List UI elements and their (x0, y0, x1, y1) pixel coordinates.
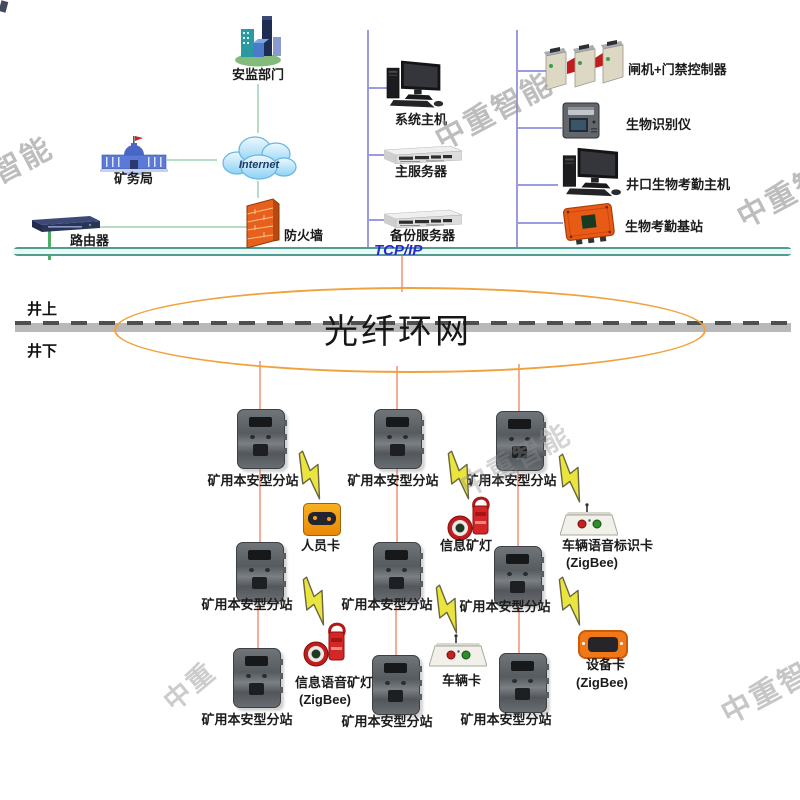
vehicle-voice-card-zigbee-label: (ZigBee) (566, 555, 618, 570)
info-lamp-icon (446, 494, 492, 542)
line-dept-internet (257, 84, 259, 133)
above-ground-label: 井上 (27, 301, 58, 318)
backup-server-label: 备份服务器 (390, 228, 456, 243)
line-stub-system-host (369, 87, 389, 89)
wireless-bolt-icon (289, 449, 333, 501)
watermark (0, 0, 9, 13)
substation-label: 矿用本安型分站 (207, 473, 299, 488)
turnstile-gate-icon (544, 36, 632, 92)
line-stub-biometric (518, 127, 562, 129)
attendance-base-label: 生物考勤基站 (625, 219, 704, 234)
fiber-ring-label: 光纤环网 (324, 313, 472, 351)
device-card-icon (578, 630, 628, 659)
watermark: 中重智能 (0, 131, 59, 221)
line-internet-firewall (257, 181, 259, 198)
line-bus-ring (401, 256, 403, 292)
substation-label: 矿用本安型分站 (201, 597, 293, 612)
substation-label: 矿用本安型分站 (341, 714, 433, 729)
substation-label: 矿用本安型分站 (341, 597, 433, 612)
personnel-card-icon (303, 503, 341, 536)
firewall-label: 防火墙 (284, 228, 324, 243)
substation-8 (372, 655, 422, 715)
biometric-reader-label: 生物识别仪 (626, 117, 692, 132)
line-sub5-sub8 (395, 598, 397, 658)
line-router-firewall (100, 226, 248, 228)
surface-network-bus (13, 247, 792, 256)
line-server-column (367, 30, 369, 248)
info-voice-lamp-label: 信息语音矿灯 (295, 675, 374, 690)
wireless-bolt-icon (549, 452, 593, 504)
vehicle-card-icon (429, 634, 487, 670)
firewall-icon (244, 196, 282, 248)
biometric-reader-icon (561, 102, 601, 140)
watermark: 中重智能 (715, 641, 800, 731)
substation-3 (496, 411, 546, 471)
substation-7 (233, 648, 283, 708)
info-voice-lamp-icon (302, 620, 348, 668)
tcpip-label: TCP/IP (374, 242, 423, 259)
line-stub-main-server (369, 154, 387, 156)
vehicle-card-label: 车辆卡 (442, 673, 482, 688)
device-card-label: 设备卡 (586, 657, 626, 672)
safety-dept-label: 安监部门 (232, 67, 285, 82)
line-access-column (516, 30, 518, 248)
substation-4 (236, 542, 286, 602)
line-sub4-sub7 (257, 598, 259, 649)
fiber-ring-ellipse (114, 287, 706, 373)
substation-2 (374, 409, 424, 469)
backup-server-icon (382, 206, 462, 228)
wireless-bolt-icon (426, 583, 470, 635)
device-card-zigbee-label: (ZigBee) (576, 675, 628, 690)
line-sub2-sub5 (396, 466, 398, 543)
internet-cloud-label: Internet (239, 159, 281, 171)
system-host-label: 系统主机 (395, 112, 448, 127)
line-sub3-sub6 (517, 468, 519, 547)
attendance-base-icon (560, 200, 618, 246)
substation-6 (494, 546, 544, 606)
internet-cloud-icon: Internet (215, 129, 301, 183)
system-host-icon (386, 58, 446, 110)
main-server-icon (382, 142, 462, 164)
info-lamp-label: 信息矿灯 (440, 538, 493, 553)
line-router-bus (48, 219, 51, 260)
info-voice-lamp-zigbee-label: (ZigBee) (299, 692, 351, 707)
substation-label: 矿用本安型分站 (460, 712, 552, 727)
line-ring-sub1 (259, 361, 261, 410)
main-server-label: 主服务器 (395, 164, 448, 179)
substation-5 (373, 542, 423, 602)
line-stub-attendance-base (518, 222, 563, 224)
watermark: 中重智能 (731, 145, 800, 235)
substation-label: 矿用本安型分站 (201, 712, 293, 727)
below-ground-label: 井下 (27, 343, 58, 360)
vehicle-voice-card-label: 车辆语音标识卡 (562, 538, 654, 553)
line-stub-backup-server (369, 219, 387, 221)
substation-label: 矿用本安型分站 (347, 473, 439, 488)
line-ring-sub3 (518, 364, 520, 412)
watermark: 中重 (157, 656, 222, 717)
mining-bureau-label: 矿务局 (114, 171, 154, 186)
line-sub1-sub4 (259, 466, 261, 543)
line-sub6-sub9 (518, 601, 520, 655)
line-ring-sub2 (396, 366, 398, 410)
router-label: 路由器 (70, 233, 110, 248)
router-icon (28, 212, 102, 234)
substation-label: 矿用本安型分站 (459, 599, 551, 614)
substation-label: 矿用本安型分站 (465, 473, 557, 488)
attendance-host-icon (556, 146, 630, 198)
line-stub-attendance-host (518, 184, 558, 186)
substation-1 (237, 409, 287, 469)
mining-bureau-icon (100, 135, 168, 175)
safety-dept-buildings-icon (233, 13, 283, 67)
line-bureau-internet (167, 159, 217, 161)
wireless-bolt-icon (549, 575, 593, 627)
line-stub-gate (518, 70, 548, 72)
personnel-card-label: 人员卡 (301, 538, 341, 553)
attendance-host-label: 井口生物考勤主机 (626, 177, 731, 192)
vehicle-voice-card-icon (560, 503, 618, 539)
gate-controller-label: 闸机+门禁控制器 (628, 62, 727, 77)
substation-9 (499, 653, 549, 713)
